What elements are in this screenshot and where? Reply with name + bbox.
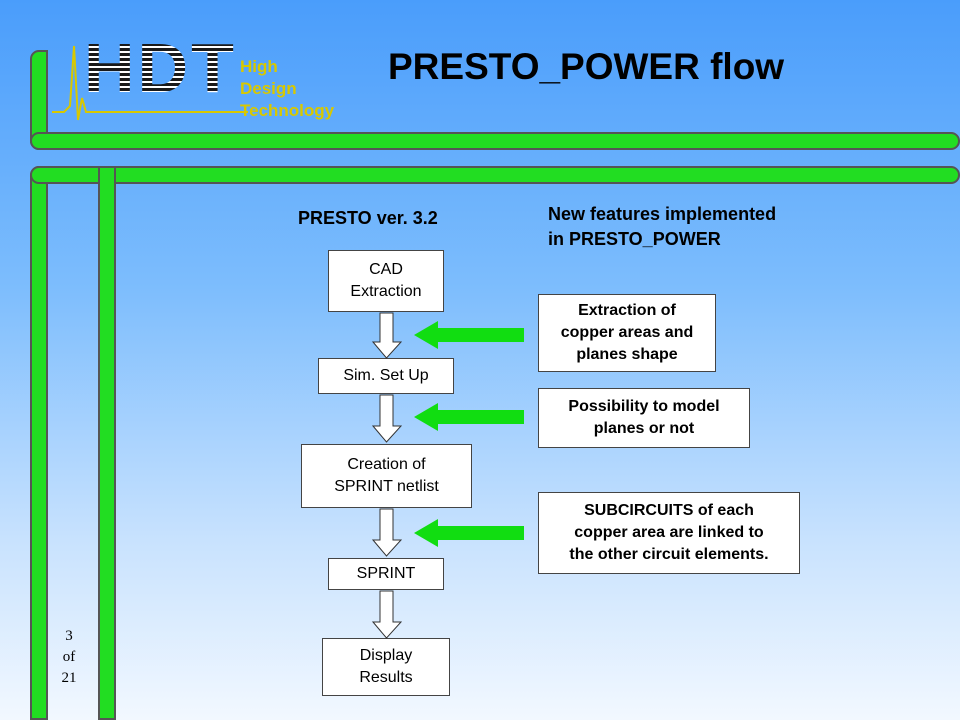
page-current: 3 bbox=[65, 628, 73, 644]
flow-arrow-down-icon bbox=[372, 508, 402, 557]
waveform-icon bbox=[52, 45, 248, 121]
flow-step-cad-extraction: CAD Extraction bbox=[328, 250, 444, 312]
flow-arrow-down-icon bbox=[372, 312, 402, 359]
logo-mark: HDT bbox=[84, 29, 237, 107]
hdt-logo bbox=[48, 36, 338, 128]
feature-subcircuits: SUBCIRCUITS of each copper area are link… bbox=[538, 492, 800, 574]
feature-arrow-left-icon bbox=[414, 403, 524, 431]
feature-arrow-left-icon bbox=[414, 519, 524, 547]
frame-bar-top-horizontal bbox=[30, 132, 960, 150]
page-total: 21 bbox=[61, 670, 77, 686]
page-of-label: of bbox=[62, 649, 76, 665]
flow-step-sim-setup: Sim. Set Up bbox=[318, 358, 454, 394]
flow-step-sprint-netlist: Creation of SPRINT netlist bbox=[301, 444, 472, 508]
logo-subtitle: High Design Technology bbox=[240, 57, 334, 123]
frame-bar-left-vertical bbox=[30, 166, 48, 720]
frame-bar-mid-horizontal bbox=[30, 166, 960, 184]
flow-arrow-down-icon bbox=[372, 394, 402, 443]
left-heading: PRESTO ver. 3.2 bbox=[298, 208, 438, 228]
flow-step-display-results: Display Results bbox=[322, 638, 450, 696]
logo-line-1: High bbox=[240, 57, 278, 76]
logo-line-2: Design bbox=[240, 79, 297, 98]
frame-bar-inner-vertical bbox=[98, 166, 116, 720]
page-indicator: 3 of 21 bbox=[56, 626, 82, 689]
flow-step-sprint: SPRINT bbox=[328, 558, 444, 590]
right-heading: New features implemented in PRESTO_POWER bbox=[548, 204, 777, 249]
feature-copper-extraction: Extraction of copper areas and planes sh… bbox=[538, 294, 716, 372]
slide-title: PRESTO_POWER flow bbox=[388, 46, 785, 87]
flow-arrow-down-icon bbox=[372, 590, 402, 639]
logo-line-3: Technology bbox=[240, 101, 335, 120]
feature-plane-modeling: Possibility to model planes or not bbox=[538, 388, 750, 448]
feature-arrow-left-icon bbox=[414, 321, 524, 349]
